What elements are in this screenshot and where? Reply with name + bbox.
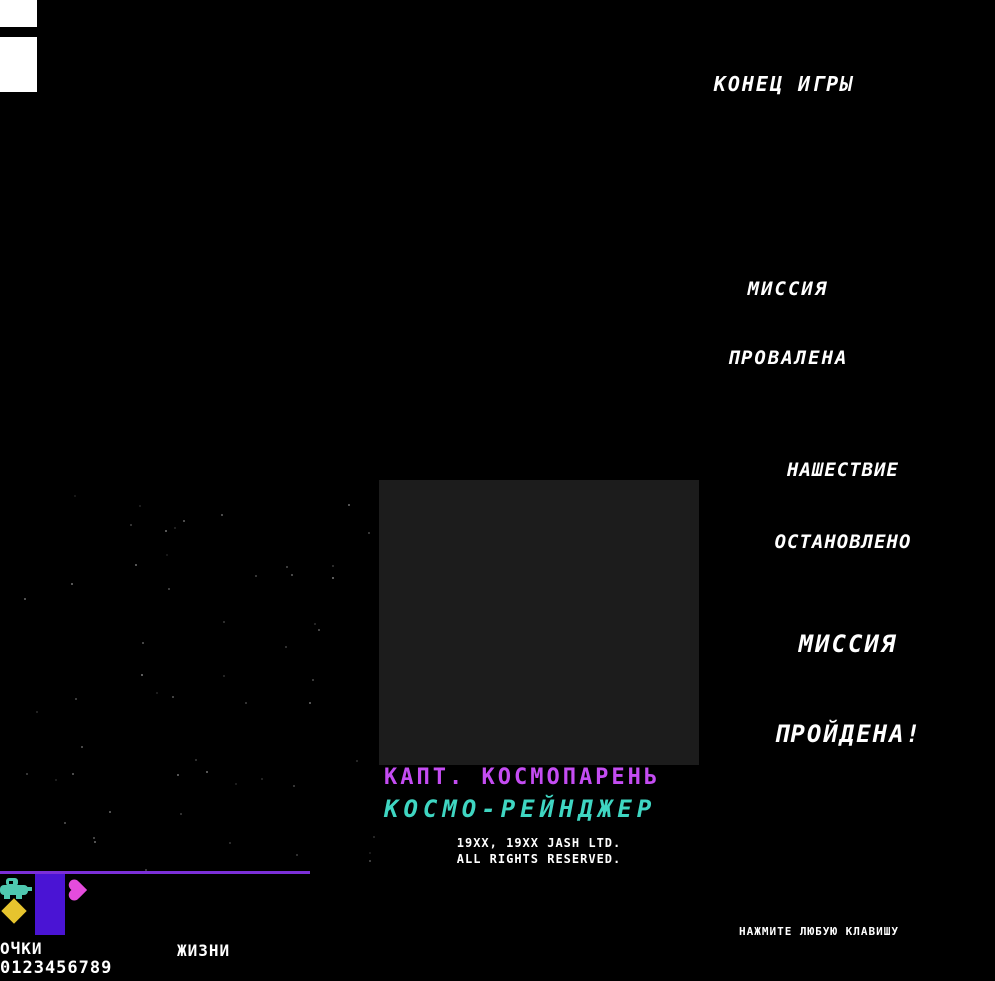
star-dot [291,574,293,576]
star-dot [174,527,176,529]
star-dot [368,532,370,534]
white-block-sprite-small [0,0,37,27]
star-dot [296,854,298,856]
lives-label: ЖИЗНИ [177,941,231,960]
star-dot [235,783,237,785]
copyright-line1: 19XX, 19XX JASH LTD. [456,836,622,850]
star-dot [109,811,111,813]
star-dot [72,773,74,775]
star-dot [93,837,95,839]
star-dot [24,598,26,600]
star-dot [141,674,143,676]
game-over-message: КОНЕЦ ИГРЫ [713,72,855,96]
score-label: ОЧКИ [0,939,43,958]
mission-failed-message: МИССИЯ ПРОВАЛЕНА [663,232,913,416]
copyright-line2: ALL RIGHTS RESERVED. [456,852,622,866]
white-block-sprite-large [0,37,37,92]
star-dot [332,577,334,579]
star-dot [180,813,182,815]
star-dot [142,642,144,644]
star-dot [318,629,320,631]
star-dot [373,836,375,838]
star-dot [75,698,77,700]
star-dot [81,746,83,748]
star-dot [64,822,66,824]
star-dot [286,566,288,568]
star-dot [312,679,314,681]
star-dot [221,514,223,516]
star-dot [183,520,185,522]
star-dot [130,524,132,526]
star-dot [229,842,231,844]
star-dot [172,696,174,698]
star-dot [55,779,57,781]
gem-diamond-sprite [1,898,27,924]
star-dot [94,841,96,843]
mission-passed-line1: МИССИЯ [798,630,898,658]
star-dot [285,646,287,648]
digits-row: 0123456789 [0,958,113,978]
star-dot [166,554,168,556]
mission-passed-line2: ПРОЙДЕНА! [773,720,923,748]
star-dot [206,771,208,773]
star-dot [332,565,334,567]
star-dot [309,702,311,704]
player-ship-sprite [0,878,32,899]
mission-passed-message: МИССИЯ ПРОЙДЕНА! [723,569,973,809]
star-dot [177,774,179,776]
star-dot [36,711,38,713]
star-dot [369,852,371,854]
life-heart-icon [69,879,89,901]
preview-panel [379,480,699,765]
indigo-block-sprite [35,874,65,935]
star-dot [156,692,158,694]
game-title-line2: КОСМО-РЕЙНДЖЕР [384,795,657,823]
star-dot [195,759,197,761]
star-dot [255,575,257,577]
star-dot [165,530,167,532]
star-dot [348,504,350,506]
star-dot [261,778,263,780]
mission-failed-line1: МИССИЯ [747,278,829,300]
invasion-stopped-line1: НАШЕСТВИЕ [787,459,899,481]
star-dot [26,773,28,775]
star-dot [223,621,225,623]
star-dot [245,702,247,704]
invasion-stopped-line2: ОСТАНОВЛЕНО [774,531,912,553]
star-dot [356,760,358,762]
hud-divider-line [0,871,310,874]
star-dot [139,505,141,507]
mission-failed-line2: ПРОВАЛЕНА [727,347,849,369]
star-dot [314,623,316,625]
star-dot [135,564,137,566]
star-dot [168,588,170,590]
star-dot [74,495,76,497]
star-dot [71,583,73,585]
game-title-line1: КАПТ. КОСМОПАРЕНЬ [384,765,661,790]
star-dot [293,785,295,787]
star-dot [223,675,225,677]
press-any-key-prompt: НАЖМИТЕ ЛЮБУЮ КЛАВИШУ [738,925,900,938]
star-dot [369,860,371,862]
invasion-stopped-message: НАШЕСТВИЕ ОСТАНОВЛЕНО [718,410,968,602]
